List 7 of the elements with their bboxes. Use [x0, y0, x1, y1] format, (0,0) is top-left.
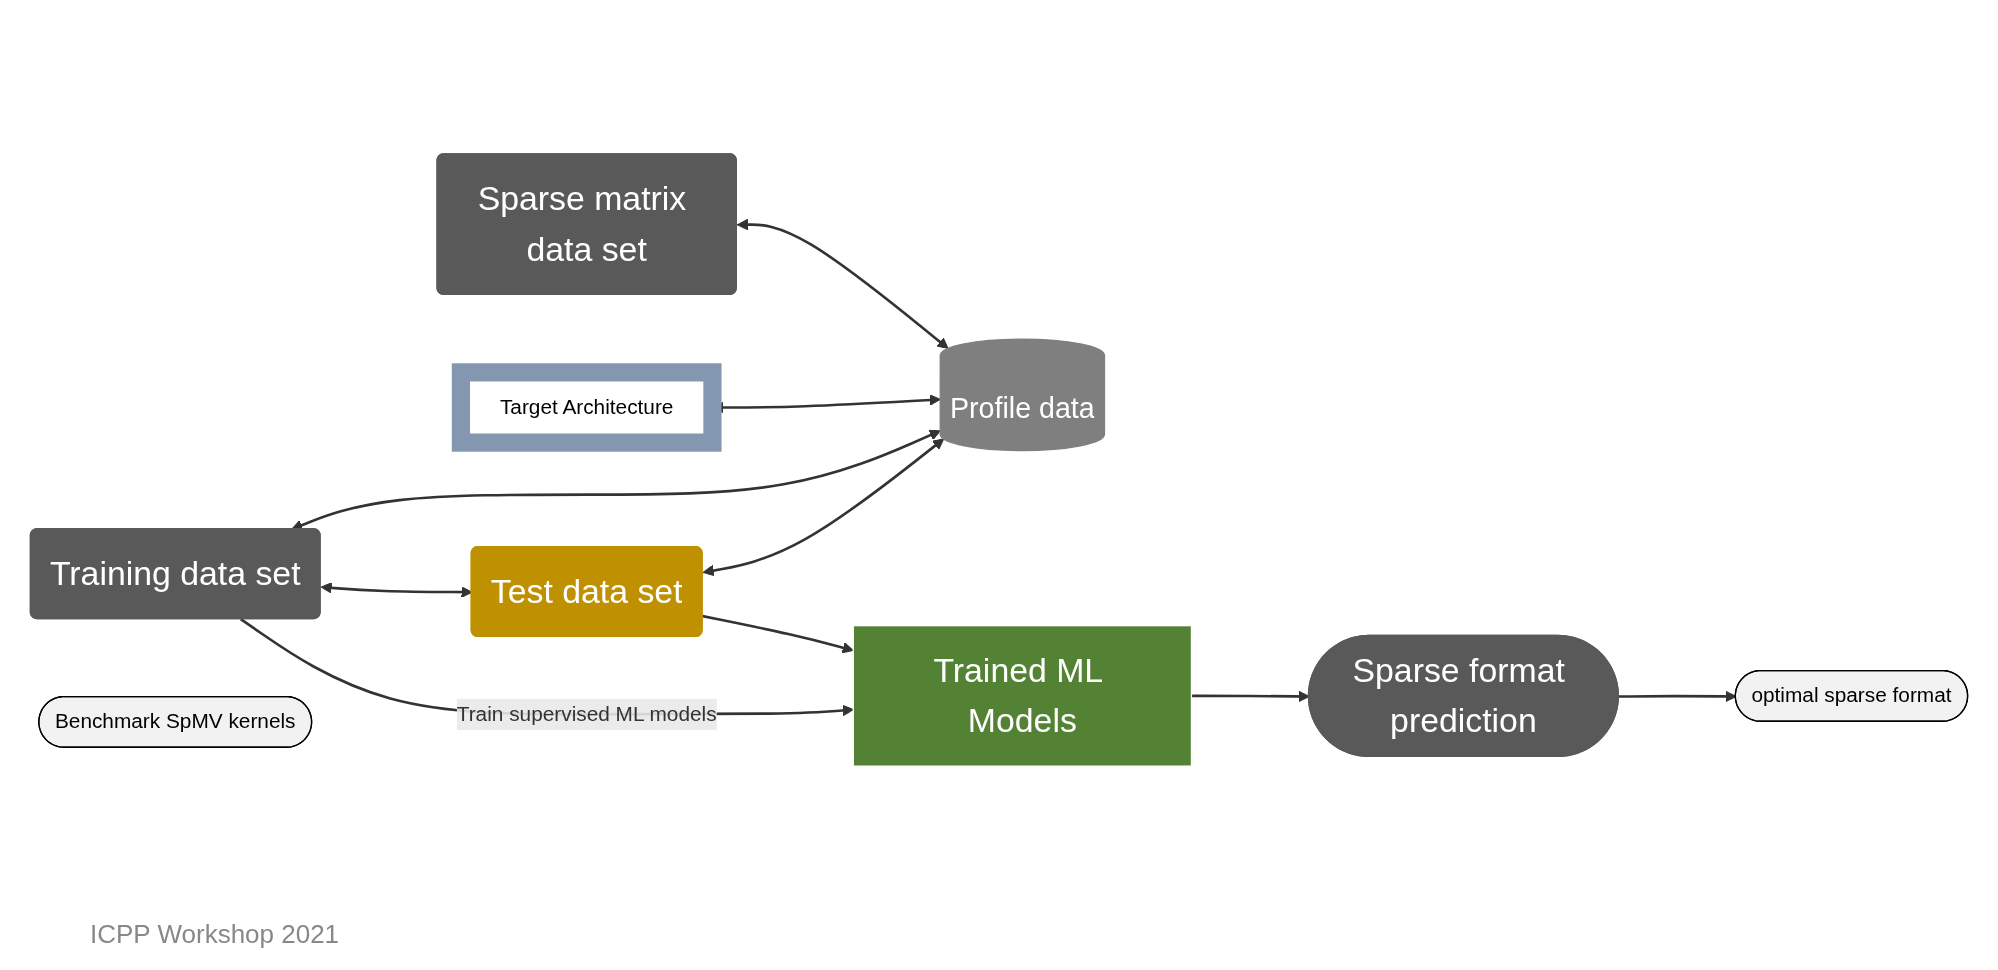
arrow: [702, 438, 945, 577]
edge-label: Train supervised ML models: [456, 702, 717, 725]
node-box: Trained ML Models: [852, 625, 1193, 767]
node-box: Target Architecture: [451, 363, 722, 452]
arrow: [736, 218, 949, 349]
arrow: [702, 614, 854, 654]
footer-note: ICPP Workshop 2021: [90, 919, 340, 950]
